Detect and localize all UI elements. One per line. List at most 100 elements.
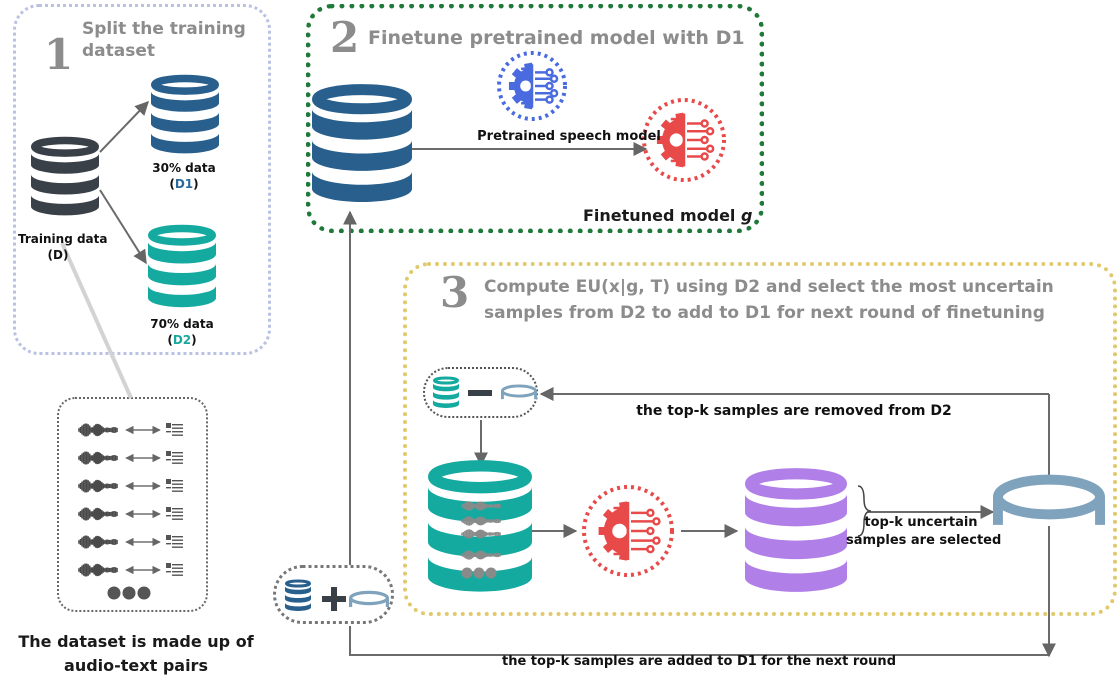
text-document-icon: [166, 479, 183, 492]
added-label: the top-k samples are added to D1 for th…: [502, 654, 896, 669]
step2-title: Finetune pretrained model with D1: [368, 27, 745, 49]
training-data-label: Training data (D): [18, 231, 108, 263]
step2-database-icon: [312, 84, 412, 203]
finetuned-model-brain-icon: [642, 98, 726, 182]
database-tier: [285, 602, 311, 611]
database-tier: [312, 109, 412, 140]
step3-title-line1: Compute EU(x|g, T) using D2 and select t…: [484, 276, 1054, 298]
step1-title-line2: dataset: [82, 41, 156, 61]
database-tier: [151, 112, 219, 133]
database-tier: [428, 521, 532, 557]
text-document-icon: [166, 535, 183, 548]
database-tier: [745, 526, 847, 560]
plus-ring-icon: [349, 590, 390, 607]
split-70-line2: (D2): [142, 332, 222, 348]
dataset-caption-line2: audio-text pairs: [64, 656, 208, 675]
split-30-line2: (D1): [144, 176, 224, 192]
plus-icon: [322, 587, 346, 611]
text-document-icon: [166, 451, 183, 464]
selection-brace: [857, 485, 872, 537]
finetuned-model-text: Finetuned model: [583, 206, 741, 225]
split-70-open: (: [167, 333, 173, 347]
step1-panel: [13, 4, 271, 355]
training-data-label-line1: Training data: [18, 232, 108, 246]
step3-title-line1-text: Compute EU(x|g, T) using D2 and select t…: [484, 277, 1054, 297]
audio-text-pair-list: [78, 423, 183, 600]
finetuned-model-label: Finetuned model g: [583, 206, 752, 225]
split-70-label: 70% data (D2): [142, 316, 222, 348]
selected-label-line1: top-k uncertain: [864, 515, 978, 530]
database-tier: [148, 263, 216, 286]
database-tier: [745, 493, 847, 527]
removed-label: the top-k samples are removed from D2: [636, 403, 952, 419]
database-tier: [433, 399, 459, 408]
dataset-caption: The dataset is made up of audio-text pai…: [0, 630, 272, 678]
arrow-to-d1: [99, 100, 149, 153]
split-30-line1: 30% data: [152, 161, 216, 175]
database-tier: [745, 559, 847, 592]
split-30-close: ): [193, 177, 199, 191]
text-document-icon: [166, 563, 183, 576]
pretrained-model-label: Pretrained speech model: [477, 129, 661, 144]
database-tier: [151, 91, 219, 112]
d1-database-icon: [151, 74, 220, 154]
selected-label-line2: samples are selected: [846, 533, 1002, 548]
training-data-label-line2: (D): [47, 248, 69, 262]
database-tier: [285, 586, 311, 595]
d1-plus-topk-pill: [273, 565, 394, 624]
database-tier: [31, 195, 99, 216]
audio-text-pair-row: [78, 423, 183, 437]
split-30-name: D1: [174, 177, 194, 191]
audio-text-pairs-panel: [57, 397, 208, 612]
step2-number: 2: [330, 13, 360, 62]
text-document-icon: [166, 423, 183, 436]
audio-text-pair-row: [78, 535, 183, 549]
connectors: [99, 100, 1056, 658]
step3-title-line2: samples from D2 to add to D1 for next ro…: [484, 303, 1045, 323]
split-70-line1: 70% data: [150, 317, 214, 331]
split-70-close: ): [191, 333, 197, 347]
database-tier: [433, 383, 459, 392]
step1-number: 1: [44, 30, 74, 79]
audio-text-pair-row: [78, 507, 183, 521]
audio-text-pair-row: [78, 479, 183, 493]
step3-panel: [403, 262, 1117, 616]
database-tier: [148, 285, 216, 308]
split-30-label: 30% data (D1): [144, 160, 224, 192]
ellipsis-icon: [107, 586, 151, 600]
database-tier: [312, 171, 412, 203]
step2-panel: [306, 4, 764, 233]
waveform-icon: [461, 501, 501, 579]
database-tier: [312, 140, 412, 171]
d1-small-database-icon: [285, 579, 311, 611]
database-tier: [151, 133, 219, 154]
audio-text-pair-row: [78, 451, 183, 465]
bottom-return-line: [349, 626, 1050, 656]
zoom-line: [60, 242, 133, 399]
audio-text-pair-row: [78, 563, 183, 577]
database-tier: [31, 153, 99, 174]
database-tier: [285, 594, 311, 603]
pretrained-model-brain-icon: [497, 51, 567, 121]
uncertainty-model-brain-icon: [582, 485, 674, 577]
split-30-open: (: [169, 177, 175, 191]
split-70-name: D2: [172, 333, 192, 347]
text-document-icon: [166, 507, 183, 520]
database-tier: [148, 241, 216, 264]
d2-small-database-icon: [433, 376, 459, 408]
step1-title-line1: Split the training: [82, 19, 246, 39]
selected-label: top-k uncertain samples are selected: [846, 514, 1002, 550]
uncertain-database-icon: [744, 468, 847, 592]
step3-number: 3: [440, 268, 470, 317]
training-database-icon: [30, 136, 99, 216]
dataset-caption-line1: The dataset is made up of: [18, 632, 254, 651]
topk-ring-icon: [993, 474, 1106, 525]
d2-database-icon: [148, 224, 217, 308]
arrow-to-d2: [99, 189, 147, 265]
database-tier: [433, 391, 459, 400]
minus-icon: [468, 390, 492, 396]
minus-ring-icon: [501, 384, 538, 400]
database-tier: [31, 174, 99, 195]
